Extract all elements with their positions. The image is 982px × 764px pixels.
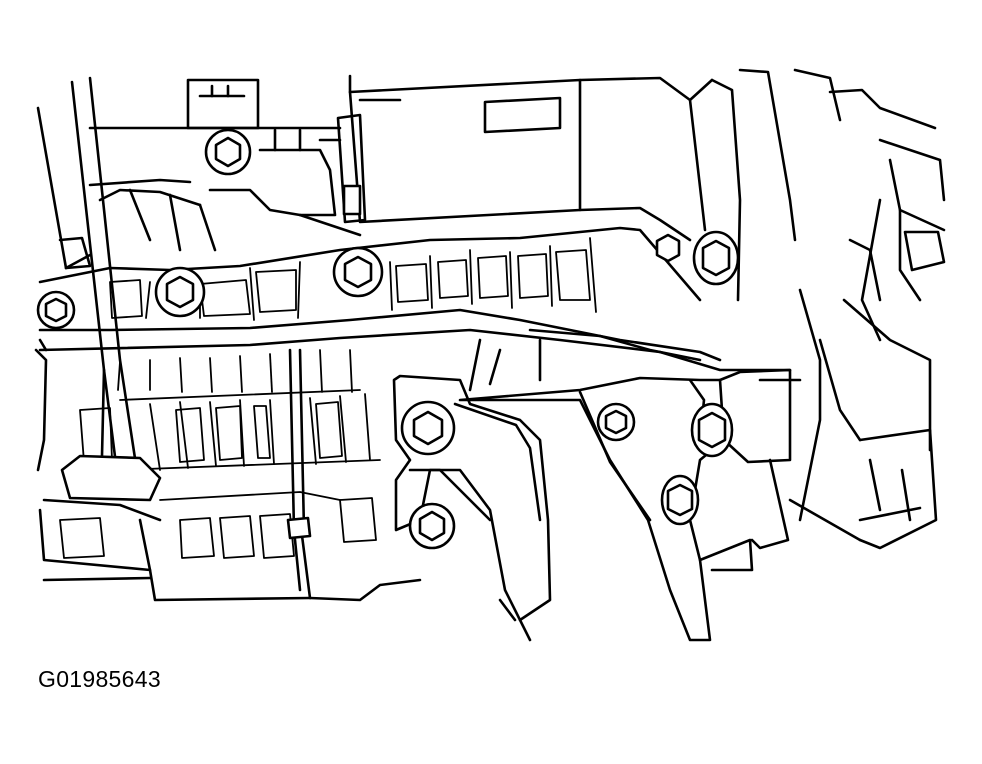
figure-id-label: G01985643	[38, 666, 161, 692]
bolt-icon	[655, 233, 681, 263]
bolt-icon	[408, 502, 456, 550]
flange-bolt-icon	[660, 474, 700, 526]
flange-bolt-icon	[690, 402, 734, 458]
bolt-icon	[596, 402, 636, 442]
bolt-group	[36, 128, 740, 550]
bolt-icon	[342, 184, 362, 216]
oil-pan	[34, 348, 422, 602]
bolt-icon	[36, 290, 76, 330]
flange-bolt-icon	[692, 230, 740, 286]
oil-pan-rail	[38, 226, 792, 372]
bolt-icon	[154, 266, 206, 318]
bolt-icon	[332, 246, 384, 298]
upper-housing	[36, 68, 946, 550]
mount-bracket	[392, 328, 802, 642]
bolt-icon	[204, 128, 252, 176]
bolt-icon	[400, 400, 456, 456]
